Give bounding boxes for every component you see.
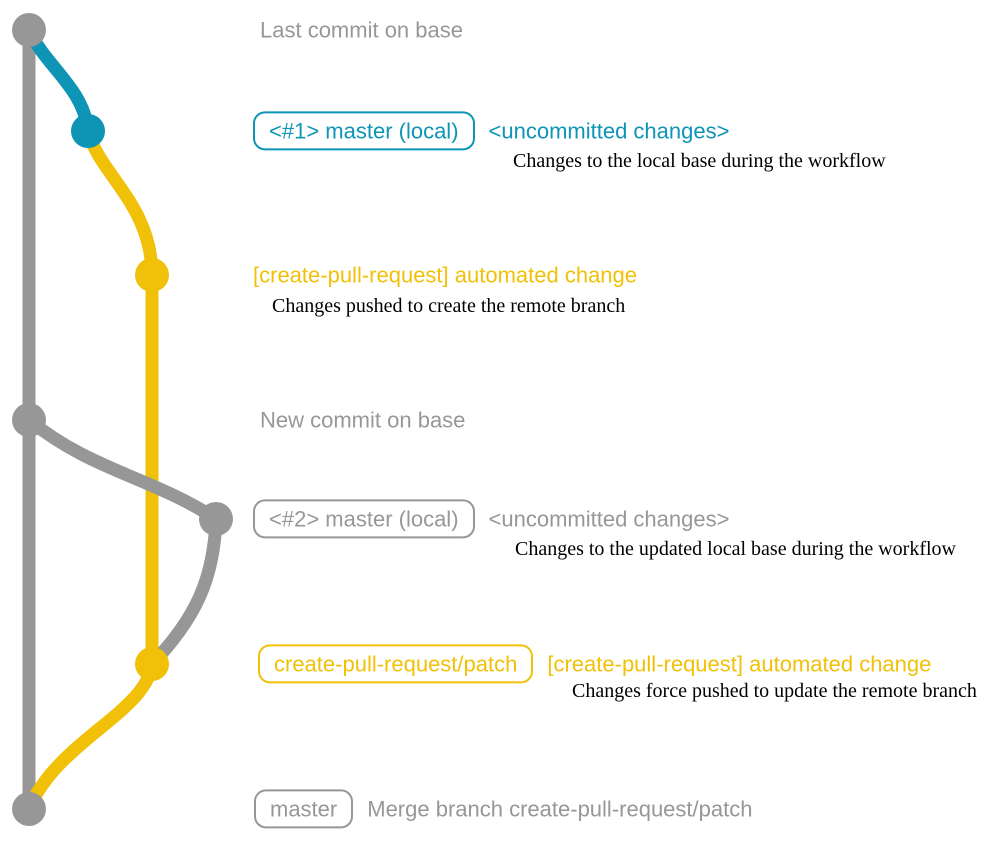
commit-dot-last-base bbox=[12, 13, 46, 47]
patch-merge-line bbox=[22, 657, 159, 816]
commit-message-new-base: New commit on base bbox=[260, 407, 466, 433]
branch-badge-master-local-2: <#2> master (local) bbox=[253, 499, 475, 539]
commit-message-uncommitted-1: <uncommitted changes> bbox=[488, 118, 730, 144]
commit-message-push: [create-pull-request] automated change bbox=[253, 262, 638, 288]
commit-description-force-push: Changes force pushed to update the remot… bbox=[572, 680, 977, 702]
local-branch-line-1 bbox=[22, 23, 95, 138]
commit-row-local-1: <#1> master (local) <uncommitted changes… bbox=[253, 111, 730, 151]
commit-row-local-2: <#2> master (local) <uncommitted changes… bbox=[253, 499, 730, 539]
remote-branch-line bbox=[81, 124, 159, 671]
commit-dot-local-2 bbox=[199, 502, 233, 536]
branch-badge-master-local-1: <#1> master (local) bbox=[253, 111, 475, 151]
commit-description-push: Changes pushed to create the remote bran… bbox=[272, 295, 626, 317]
local-branch-line-2-merge bbox=[145, 512, 223, 671]
commit-message-force-push: [create-pull-request] automated change bbox=[547, 651, 932, 677]
commit-message-uncommitted-2: <uncommitted changes> bbox=[488, 506, 730, 532]
branch-badge-patch: create-pull-request/patch bbox=[258, 644, 534, 684]
local-branch-line-2-out bbox=[22, 413, 223, 526]
branch-badge-master: master bbox=[254, 789, 354, 829]
commit-dot-merge bbox=[12, 792, 46, 826]
commit-dot-push bbox=[135, 258, 169, 292]
commit-description-local-2: Changes to the updated local base during… bbox=[515, 538, 956, 560]
commit-dot-new-base bbox=[12, 403, 46, 437]
commit-dot-local-1 bbox=[71, 114, 105, 148]
commit-message-last-base: Last commit on base bbox=[260, 17, 463, 43]
commit-message-merge: Merge branch create-pull-request/patch bbox=[367, 796, 753, 822]
commit-description-local-1: Changes to the local base during the wor… bbox=[513, 150, 886, 172]
commit-row-patch: create-pull-request/patch [create-pull-r… bbox=[258, 644, 932, 684]
commit-dot-force-push bbox=[135, 647, 169, 681]
commit-row-merge: master Merge branch create-pull-request/… bbox=[254, 789, 753, 829]
